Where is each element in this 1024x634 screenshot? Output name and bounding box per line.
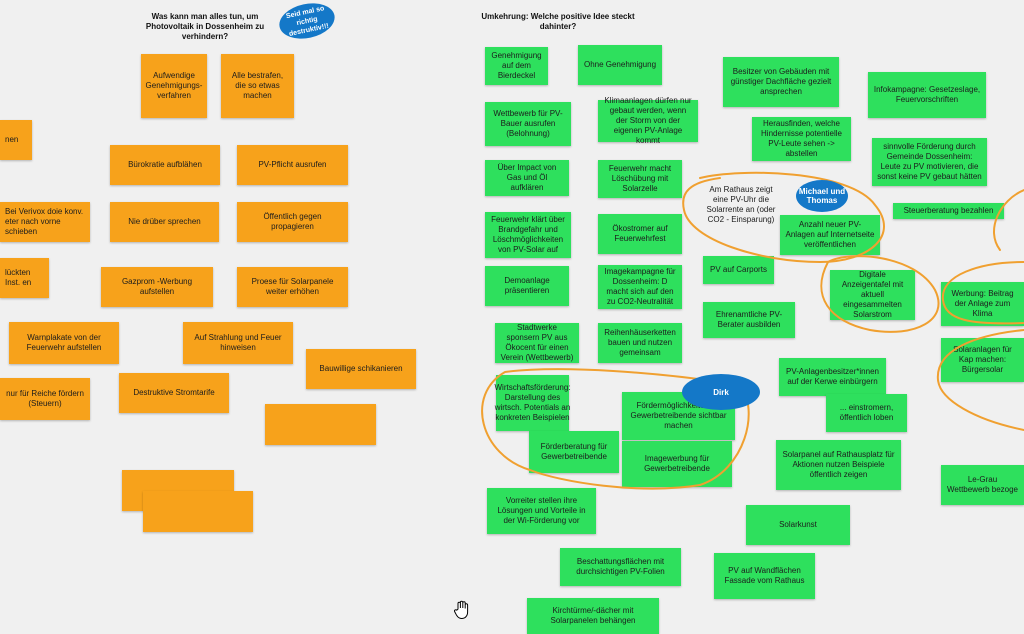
green-note[interactable]: sinnvolle Förderung durch Gemeinde Dosse… <box>872 138 987 186</box>
green-note[interactable]: Stadtwerke sponsern PV aus Ökocent für e… <box>495 323 579 363</box>
orange-note[interactable]: Bei Verivox doie konv. eter nach vorne s… <box>0 202 90 242</box>
orange-note[interactable]: PV-Pflicht ausrufen <box>237 145 348 185</box>
left-column-heading: Was kann man alles tun, um Photovoltaik … <box>145 12 265 41</box>
orange-note[interactable]: Destruktive Stromtarife <box>119 373 229 413</box>
blob-michael-thomas[interactable]: Michael und Thomas <box>796 180 848 212</box>
green-note[interactable]: Infokampagne: Gesetzeslage, Feuervorschr… <box>868 72 986 118</box>
green-note[interactable]: Besitzer von Gebäuden mit günstiger Dach… <box>723 57 839 107</box>
hand-grab-icon <box>454 600 469 620</box>
orange-note[interactable]: Auf Strahlung und Feuer hinweisen <box>183 322 293 364</box>
ink-text-note[interactable]: Am Rathaus zeigt eine PV-Uhr die Solarre… <box>706 185 776 224</box>
green-note[interactable]: Steuerberatung bezahlen <box>893 203 1004 219</box>
orange-note[interactable]: Öffentlich gegen propagieren <box>237 202 348 242</box>
green-note[interactable]: PV auf Carports <box>703 256 774 284</box>
green-note[interactable]: Werbung: Beitrag der Anlage zum Klima <box>941 282 1024 326</box>
orange-note[interactable]: Nie drüber sprechen <box>110 202 219 242</box>
green-note[interactable]: Demoanlage präsentieren <box>485 266 569 306</box>
green-note[interactable]: Imagewerbung für Gewerbetreibende <box>622 441 732 487</box>
orange-note[interactable]: Bürokratie aufblähen <box>110 145 220 185</box>
green-note[interactable]: Reihenhäuserketten bauen und nutzen geme… <box>598 323 682 363</box>
orange-note[interactable]: nur für Reiche fördern (Steuern) <box>0 378 90 420</box>
green-note[interactable]: Klimaanlagen dürfen nur gebaut werden, w… <box>598 96 698 145</box>
green-note[interactable]: Ökostromer auf Feuerwehrfest <box>598 214 682 254</box>
orange-note[interactable]: nen <box>0 120 32 160</box>
green-note[interactable]: PV-Anlagenbesitzer*innen auf der Kerwe e… <box>779 358 886 396</box>
orange-note[interactable] <box>143 491 253 532</box>
orange-note[interactable]: Gazprom -Werbung aufstellen <box>101 267 213 307</box>
green-note[interactable]: Förderberatung für Gewerbetreibende <box>529 431 619 473</box>
green-note[interactable]: Digitale Anzeigentafel mit aktuell einge… <box>830 270 915 320</box>
orange-note[interactable]: Proese für Solarpanele weiter erhöhen <box>237 267 348 307</box>
orange-note[interactable]: Warnplakate von der Feuerwehr aufstellen <box>9 322 119 364</box>
green-note[interactable]: Ehrenamtliche PV-Berater ausbilden <box>703 302 795 338</box>
green-note[interactable]: Feuerwehr klärt über Brandgefahr und Lös… <box>485 212 571 258</box>
green-note[interactable]: Wirtschaftsförderung: Darstellung des wi… <box>494 375 571 431</box>
green-note[interactable]: Anzahl neuer PV-Anlagen auf Internetseit… <box>780 215 880 255</box>
orange-note[interactable]: Aufwendige Genehmigungs-verfahren <box>141 54 207 118</box>
green-note[interactable]: Feuerwehr macht Löschübung mit Solarzell… <box>598 160 682 198</box>
orange-note[interactable]: lückten Inst. en <box>0 258 49 298</box>
green-note[interactable]: PV auf Wandflächen Fassade vom Rathaus <box>714 553 815 599</box>
orange-note[interactable]: Bauwillige schikanieren <box>306 349 416 389</box>
green-note[interactable]: Solarpanel auf Rathausplatz für Aktionen… <box>776 440 901 490</box>
green-note[interactable]: Wettbewerb für PV-Bauer ausrufen (Belohn… <box>485 102 571 146</box>
green-note[interactable]: Imagekampagne für Dossenheim: D macht si… <box>598 265 682 309</box>
green-note[interactable]: Solarkunst <box>746 505 850 545</box>
green-note[interactable]: ... einstromern, öffentlich loben <box>826 394 907 432</box>
green-note[interactable]: Kirchtürme/-dächer mit Solarpanelen behä… <box>527 598 659 634</box>
blob-dirk[interactable]: Dirk <box>682 374 760 410</box>
green-note[interactable]: Herausfinden, welche Hindernisse potenti… <box>752 117 851 161</box>
blob-seid-mal[interactable]: Seid mal so richtig destruktiv!!! <box>276 0 338 44</box>
green-note[interactable]: Über Impact von Gas und Öl aufklären <box>485 160 569 196</box>
green-note[interactable]: Solaranlagen für Kap machen: Bürgersolar <box>941 338 1024 382</box>
orange-note[interactable]: Alle bestrafen, die so etwas machen <box>221 54 294 118</box>
green-note[interactable]: Vorreiter stellen ihre Lösungen und Vort… <box>487 488 596 534</box>
green-note[interactable]: Le-Grau Wettbewerb bezoge <box>941 465 1024 505</box>
green-note[interactable]: Genehmigung auf dem Bierdeckel <box>485 47 548 85</box>
green-note[interactable]: Beschattungsflächen mit durchsichtigen P… <box>560 548 681 586</box>
right-column-heading: Umkehrung: Welche positive Idee steckt d… <box>481 12 635 31</box>
orange-note[interactable] <box>265 404 376 445</box>
green-note[interactable]: Ohne Genehmigung <box>578 45 662 85</box>
